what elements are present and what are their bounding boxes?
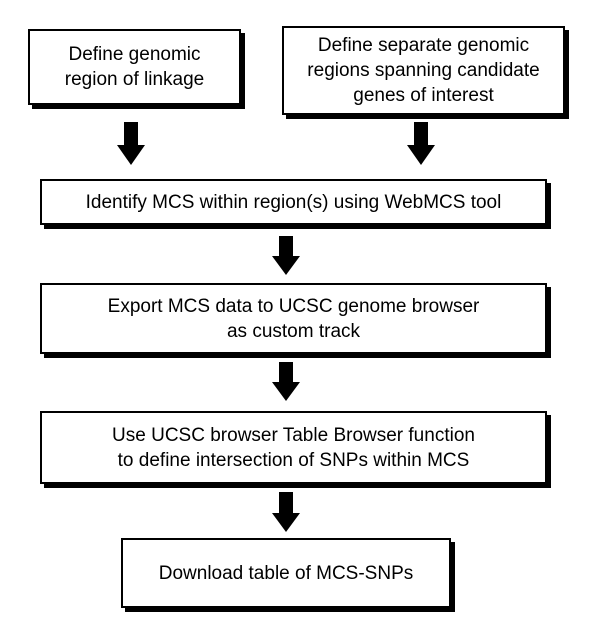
box-text-line: regions spanning candidate xyxy=(307,60,540,81)
box-text-line: to define intersection of SNPs within MC… xyxy=(117,449,470,471)
define-linkage-region-box: Define genomic region of linkage xyxy=(28,29,241,105)
box-text-line: Identify MCS within region(s) using WebM… xyxy=(85,191,502,213)
export-mcs-box: Export MCS data to UCSC genome browser a… xyxy=(40,283,547,354)
identify-mcs-box: Identify MCS within region(s) using WebM… xyxy=(40,179,547,225)
table-browser-intersection-box: Use UCSC browser Table Browser function … xyxy=(40,411,547,484)
define-candidate-regions-box: Define separate genomic regions spanning… xyxy=(282,26,565,115)
box-text-line: Download table of MCS-SNPs xyxy=(158,562,414,584)
box-text-line: as custom track xyxy=(226,320,361,342)
box-text-line: genes of interest xyxy=(353,85,494,106)
box-text-line: region of linkage xyxy=(64,69,205,90)
down-arrow-icon xyxy=(407,122,435,165)
box-text-line: Use UCSC browser Table Browser function xyxy=(112,424,475,446)
down-arrow-icon xyxy=(117,122,145,165)
down-arrow-icon xyxy=(272,362,300,401)
download-table-box: Download table of MCS-SNPs xyxy=(121,538,451,608)
box-text-line: Export MCS data to UCSC genome browser xyxy=(107,295,480,317)
down-arrow-icon xyxy=(272,492,300,532)
down-arrow-icon xyxy=(272,236,300,275)
box-text-line: Define separate genomic xyxy=(317,35,530,56)
box-text-line: Define genomic xyxy=(68,44,201,65)
